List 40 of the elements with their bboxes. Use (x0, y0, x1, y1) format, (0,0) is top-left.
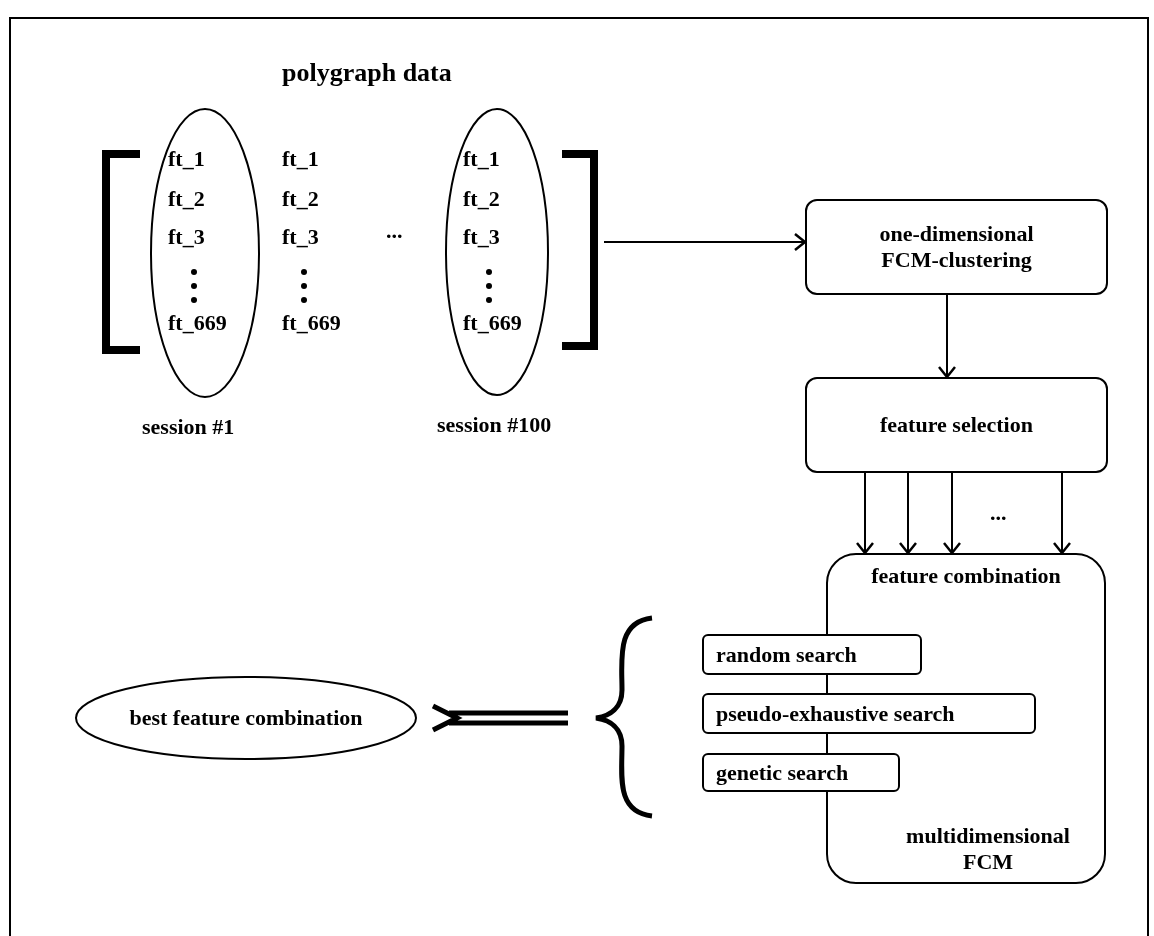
arrow (898, 472, 918, 555)
feature-label: ft_1 (282, 146, 319, 172)
method-box (702, 693, 1036, 734)
method-box (702, 634, 922, 675)
box-text: one-dimensional FCM-clustering (878, 220, 1035, 274)
process-box (805, 199, 1108, 295)
feature-label: ft_2 (282, 186, 319, 212)
box-heading: feature combination (870, 563, 1062, 589)
feature-label: ft_1 (168, 146, 205, 172)
box-text: genetic search (716, 759, 849, 786)
arrow (855, 472, 875, 555)
double-arrow (430, 703, 571, 733)
matrix-heading: polygraph data (282, 58, 452, 88)
box-text: pseudo-exhaustive search (716, 700, 955, 727)
result-ellipse (75, 676, 417, 760)
session-caption: session #1 (142, 414, 235, 440)
feature-label: ft_3 (282, 224, 319, 250)
feature-label: ft_1 (463, 146, 500, 172)
session-ellipse (150, 108, 260, 398)
feature-label: ft_669 (282, 310, 341, 336)
feature-label: ft_3 (463, 224, 500, 250)
session-caption: session #100 (437, 412, 552, 438)
feature-label: ft_669 (463, 310, 522, 336)
ellipsis-text: ... (990, 500, 1007, 526)
arrow (942, 472, 962, 555)
process-box (805, 377, 1108, 473)
arrow (937, 294, 957, 379)
arrow (603, 232, 807, 252)
box-text: random search (716, 641, 857, 668)
ellipsis-text: ... (386, 218, 403, 244)
session-ellipse (445, 108, 549, 396)
arrow (1052, 472, 1072, 555)
box-text: feature selection (879, 411, 1034, 439)
method-box (702, 753, 900, 792)
feature-label: ft_2 (463, 186, 500, 212)
feature-label: ft_669 (168, 310, 227, 336)
result-text: best feature combination (129, 705, 363, 731)
feature-label: ft_2 (168, 186, 205, 212)
feature-label: ft_3 (168, 224, 205, 250)
box-text: multidimensional FCM (905, 823, 1071, 874)
